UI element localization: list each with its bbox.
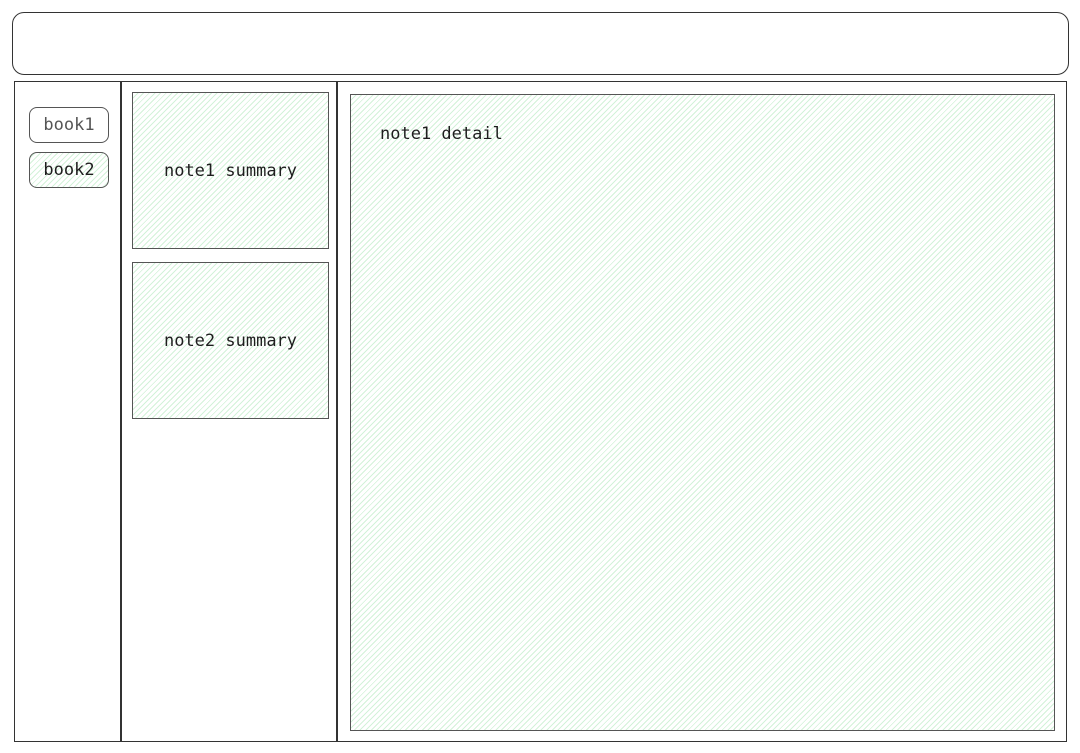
note-summary: note2 summary	[163, 330, 298, 351]
note-summary: note1 summary	[163, 160, 298, 181]
note-card-note1[interactable]: note1 summary	[132, 92, 329, 249]
book-button-book1[interactable]: book1	[29, 107, 109, 143]
sidebar-divider	[120, 81, 122, 742]
list-divider	[336, 81, 338, 742]
book-button-book2[interactable]: book2	[29, 152, 109, 188]
note-detail-text: note1 detail	[380, 124, 503, 144]
header-bar	[12, 12, 1069, 75]
note-detail-panel	[350, 94, 1055, 731]
app-frame	[14, 81, 1067, 742]
note-card-note2[interactable]: note2 summary	[132, 262, 329, 419]
